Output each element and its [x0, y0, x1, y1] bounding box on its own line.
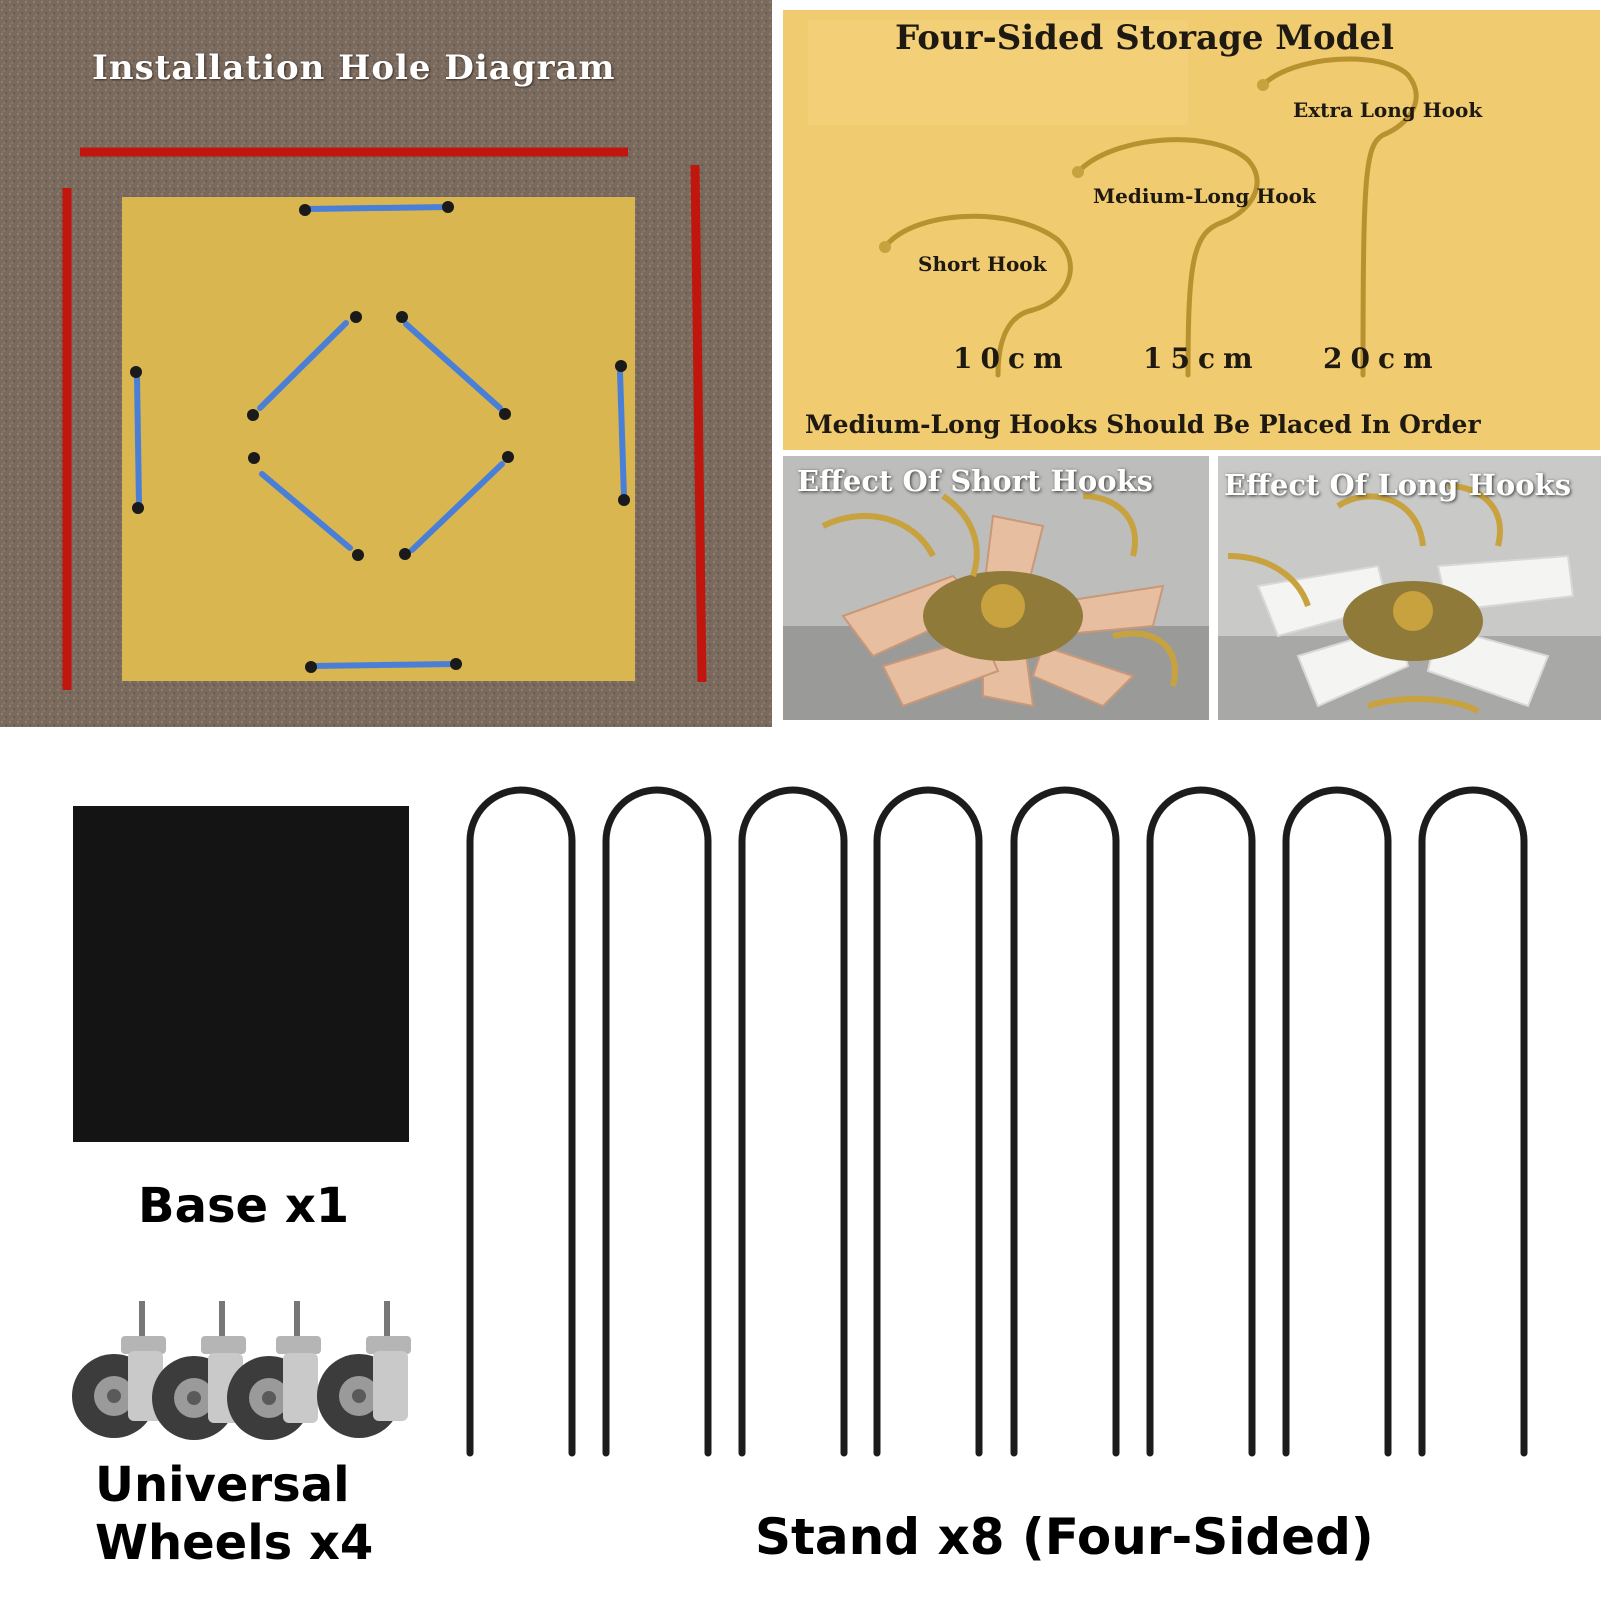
extra-long-hook-length: 20cm	[1323, 342, 1441, 375]
extra-long-hook-shape	[1260, 56, 1419, 378]
base-plate	[122, 197, 635, 681]
universal-wheels-image	[72, 1301, 411, 1440]
wheel-3	[227, 1301, 321, 1440]
hooks-order-note: Medium-Long Hooks Should Be Placed In Or…	[805, 410, 1481, 439]
hooks-illustration	[808, 20, 1419, 378]
stand-rod-3	[738, 786, 848, 1457]
medium-long-hook-label: Medium-Long Hook	[1093, 184, 1316, 208]
wheels-label-line-1: Universal	[95, 1457, 350, 1513]
medium-hook-length: 15cm	[1143, 342, 1261, 375]
short-hooks-effect-label: Effect Of Short Hooks	[797, 464, 1153, 498]
installation-hole-panel: Installation Hole Diagram	[0, 0, 772, 727]
stand-rod-2	[602, 786, 712, 1457]
hooks-panel-title: Four-Sided Storage Model	[895, 18, 1394, 58]
stand-rod-8	[1418, 786, 1528, 1457]
short-hook-label: Short Hook	[918, 252, 1047, 276]
stand-rod-6	[1146, 786, 1256, 1457]
stand-rod-5	[1010, 786, 1120, 1457]
title-highlight	[808, 20, 1188, 125]
long-hooks-effect-photo: Effect Of Long Hooks	[1218, 456, 1601, 720]
hooks-panel: Four-Sided Storage Model Short Hook Medi…	[783, 10, 1600, 450]
base-part-image	[73, 806, 409, 1142]
stand-rods-image	[466, 786, 1528, 1457]
extra-long-hook-label: Extra Long Hook	[1293, 98, 1483, 122]
base-label: Base x1	[138, 1178, 350, 1234]
wheels-label: Universal Wheels x4	[95, 1456, 373, 1572]
medium-hook-shape	[1075, 137, 1260, 378]
wheel-4	[317, 1301, 411, 1438]
mounting-holes	[130, 201, 630, 673]
short-hook-length: 10cm	[953, 342, 1071, 375]
wheels-label-line-2: Wheels x4	[95, 1515, 374, 1571]
hook-ends	[879, 79, 1269, 253]
stand-label: Stand x8 (Four-Sided)	[755, 1508, 1374, 1566]
edge-mark-right	[690, 164, 707, 683]
stand-rod-1	[466, 786, 576, 1457]
short-hooks-effect-photo: Effect Of Short Hooks	[783, 456, 1209, 720]
wheel-2	[152, 1301, 246, 1440]
hole-diagram-title: Installation Hole Diagram	[92, 48, 616, 88]
hole-diagram-illustration	[0, 0, 772, 727]
long-hooks-effect-label: Effect Of Long Hooks	[1224, 468, 1572, 502]
short-hooks-photo-illustration	[783, 456, 1209, 720]
long-hooks-photo-illustration	[1218, 456, 1601, 720]
short-hook-shape	[882, 213, 1073, 378]
wheel-1	[72, 1301, 166, 1438]
stand-rod-4	[873, 786, 983, 1457]
hole-links	[134, 204, 627, 669]
stand-rod-7	[1282, 786, 1392, 1457]
hook-shapes	[882, 56, 1419, 378]
